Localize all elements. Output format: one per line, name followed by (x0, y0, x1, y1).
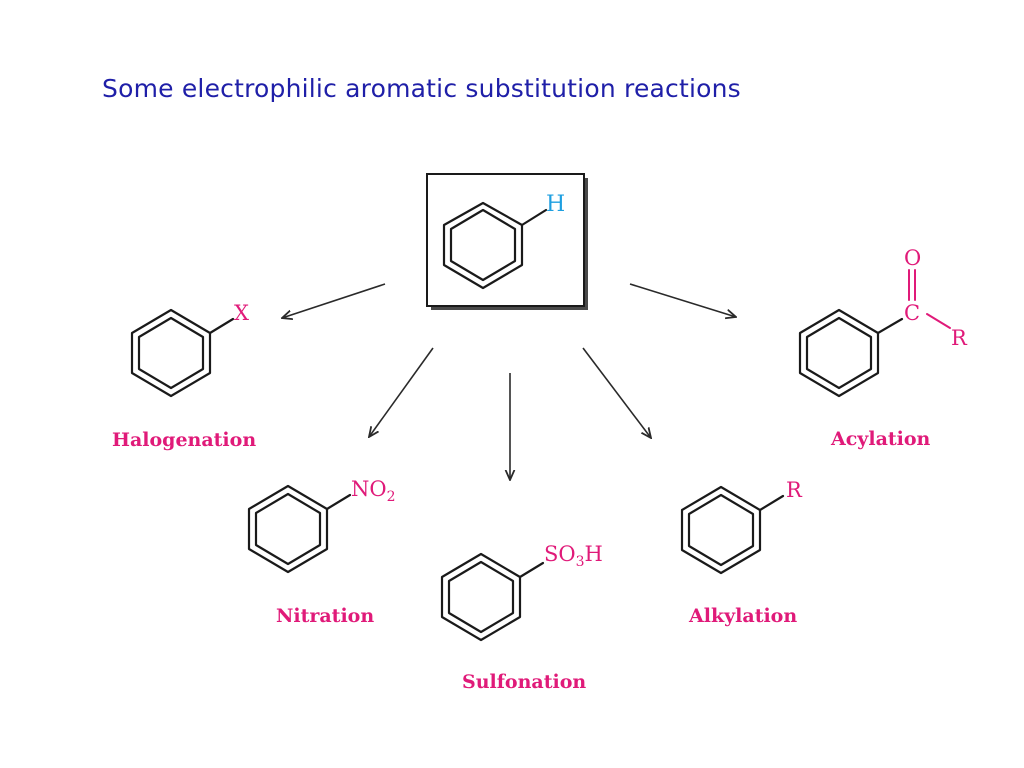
arrow-to-acylation (629, 283, 736, 317)
benzene-reactant: H (426, 173, 588, 310)
benzene-ring (442, 201, 548, 290)
acyl-substituent: R (951, 326, 968, 350)
label-alkylation: Alkylation (688, 605, 797, 627)
hydrogen-label: H (546, 192, 565, 217)
acylation-product: C O R (798, 246, 968, 398)
carbonyl-oxygen: O (904, 246, 921, 270)
arrow-to-halogenation (282, 283, 386, 318)
h-bond (520, 208, 548, 227)
sulfo-subscript: 3 (576, 554, 585, 570)
label-sulfonation: Sulfonation (462, 671, 586, 693)
reactant-box (426, 173, 585, 307)
sulfo-substituent: SO3H (544, 542, 603, 570)
label-nitration: Nitration (276, 605, 374, 627)
nitro-substituent: NO2 (351, 477, 396, 505)
slide-title: Some electrophilic aromatic substitution… (102, 74, 741, 103)
label-halogenation: Halogenation (112, 429, 256, 451)
nitro-text: NO (351, 477, 387, 501)
carbonyl-carbon: C (904, 301, 920, 325)
sulfonation-product: SO3H (440, 542, 603, 642)
halogen-substituent: X (234, 301, 249, 325)
arrow-to-nitration (369, 347, 434, 437)
label-acylation: Acylation (830, 428, 931, 450)
nitration-product: NO2 (247, 477, 396, 574)
alkylation-product: R (680, 478, 803, 575)
nitro-subscript: 2 (387, 489, 396, 505)
sulfo-text: SO (544, 542, 576, 566)
arrow-to-alkylation (582, 347, 651, 438)
sulfo-suffix: H (585, 542, 603, 566)
alkyl-substituent: R (786, 478, 803, 502)
halogenation-product: X (130, 301, 249, 398)
acyl-r-bond (926, 313, 951, 329)
